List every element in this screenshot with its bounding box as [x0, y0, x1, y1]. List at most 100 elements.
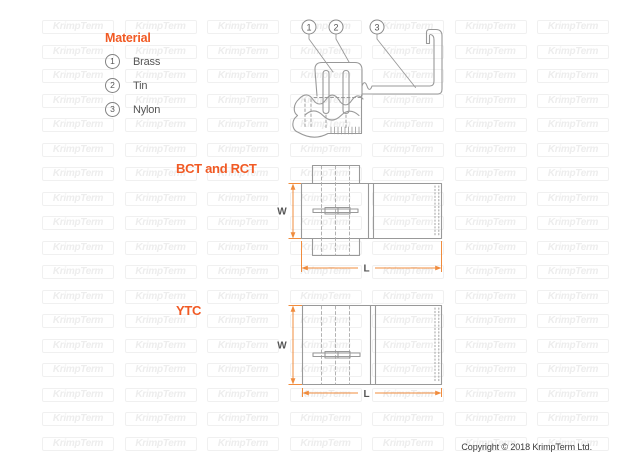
callout-2: 2: [328, 19, 344, 35]
watermark-tile: KrimpTerm: [124, 191, 197, 206]
watermark-tile: KrimpTerm: [289, 44, 362, 59]
material-label-tin: Tin: [133, 79, 148, 92]
terminal-prong: [342, 69, 350, 115]
watermark-tile: KrimpTerm: [42, 363, 114, 377]
terminal-tab-strip: [361, 33, 435, 90]
ytc-title: YTC: [176, 303, 202, 318]
bct-insulation-grip-dots: [434, 185, 440, 237]
watermark-tile: KrimpTerm: [289, 118, 362, 132]
watermark-tile: KrimpTerm: [537, 436, 609, 451]
watermark-tile: KrimpTerm: [289, 191, 362, 206]
watermark-tile: KrimpTerm: [124, 44, 197, 59]
callout-3-number: 3: [374, 22, 379, 32]
watermark-tile: KrimpTerm: [124, 69, 197, 83]
watermark-tile: KrimpTerm: [207, 69, 279, 83]
material-item-nylon: 3 Nylon: [105, 102, 160, 117]
ytc-dimension-w: W: [277, 305, 302, 385]
watermark-tile: KrimpTerm: [42, 338, 114, 353]
watermark-tile: KrimpTerm: [454, 142, 527, 157]
watermark-tile: KrimpTerm: [537, 216, 609, 230]
flag-terminal-drawing: 1 2 3: [292, 19, 443, 138]
ytc-body-outline: [301, 304, 443, 386]
watermark-tile: KrimpTerm: [207, 436, 279, 451]
watermark-tile: KrimpTerm: [537, 240, 609, 255]
watermark-tile: KrimpTerm: [207, 93, 279, 108]
watermark-tile: KrimpTerm: [124, 240, 197, 255]
ytc-insulation-grip-dots: [434, 307, 440, 383]
watermark-tile: KrimpTerm: [372, 142, 444, 157]
material-item-brass: 1 Brass: [105, 54, 160, 69]
watermark-tile: KrimpTerm: [42, 314, 114, 328]
material-label-nylon: Nylon: [133, 103, 161, 116]
watermark-tile: KrimpTerm: [454, 69, 527, 83]
watermark-tile: KrimpTerm: [124, 338, 197, 353]
watermark-tile: KrimpTerm: [207, 20, 279, 34]
callout-3: 3: [369, 19, 385, 35]
watermark-tile: KrimpTerm: [289, 142, 362, 157]
watermark-tile: KrimpTerm: [42, 118, 114, 132]
watermark-tile: KrimpTerm: [207, 216, 279, 230]
watermark-tile: KrimpTerm: [124, 314, 197, 328]
callout-1-number: 1: [306, 22, 311, 32]
bct-w-label: W: [277, 207, 287, 218]
watermark-tile: KrimpTerm: [207, 412, 279, 426]
watermark-tile: KrimpTerm: [42, 93, 114, 108]
bct-dimension-l: L: [301, 241, 442, 275]
bct-top-tab: [311, 164, 361, 185]
bct-l-label: L: [363, 264, 369, 275]
watermark-tile: KrimpTerm: [42, 69, 114, 83]
ytc-hidden-lines: [321, 305, 350, 385]
bct-rct-diagram: W L: [277, 164, 443, 275]
watermark-tile: KrimpTerm: [454, 436, 527, 451]
watermark-tile: KrimpTerm: [454, 338, 527, 353]
watermark-tile: KrimpTerm: [42, 44, 114, 59]
material-legend-title: Material: [105, 31, 151, 45]
watermark-tile: KrimpTerm: [289, 167, 362, 181]
watermark-tile: KrimpTerm: [454, 314, 527, 328]
watermark-tile: KrimpTerm: [537, 314, 609, 328]
watermark-tile: KrimpTerm: [537, 265, 609, 279]
watermark-tile: KrimpTerm: [207, 289, 279, 304]
watermark-tile: KrimpTerm: [42, 265, 114, 279]
watermark-tile: KrimpTerm: [289, 216, 362, 230]
watermark-tile: KrimpTerm: [537, 167, 609, 181]
watermark-tile: KrimpTerm: [372, 118, 444, 132]
watermark-tile: KrimpTerm: [537, 69, 609, 83]
material-label-brass: Brass: [133, 55, 161, 68]
watermark-tile: KrimpTerm: [207, 44, 279, 59]
watermark-tile: KrimpTerm: [372, 167, 444, 181]
material-number-2-icon: 2: [105, 78, 120, 93]
watermark-tile: KrimpTerm: [207, 338, 279, 353]
watermark-tile: KrimpTerm: [124, 142, 197, 157]
watermark-tile: KrimpTerm: [454, 289, 527, 304]
watermark-tile: KrimpTerm: [454, 412, 527, 426]
crimped-wire-outline: [298, 94, 364, 106]
watermark-tile: KrimpTerm: [454, 363, 527, 377]
watermark-tile: KrimpTerm: [372, 387, 444, 402]
watermark-tile: KrimpTerm: [124, 436, 197, 451]
watermark-tile: KrimpTerm: [537, 191, 609, 206]
watermark-tile: KrimpTerm: [372, 69, 444, 83]
watermark-tile: KrimpTerm: [42, 412, 114, 426]
watermark-tile: KrimpTerm: [42, 142, 114, 157]
watermark-tile: KrimpTerm: [289, 240, 362, 255]
bct-rct-title: BCT and RCT: [176, 161, 257, 176]
watermark-tile: KrimpTerm: [207, 240, 279, 255]
watermark-tile: KrimpTerm: [207, 142, 279, 157]
watermark-tile: KrimpTerm: [124, 387, 197, 402]
watermark-tile: KrimpTerm: [289, 289, 362, 304]
watermark-tile: KrimpTerm: [289, 314, 362, 328]
watermark-tile: KrimpTerm: [124, 289, 197, 304]
watermark-tile: KrimpTerm: [207, 167, 279, 181]
bct-seam-slot: [312, 206, 359, 215]
watermark-tile: KrimpTerm: [124, 20, 197, 34]
watermark-tile: KrimpTerm: [372, 191, 444, 206]
watermark-tile: KrimpTerm: [537, 142, 609, 157]
watermark-tile: KrimpTerm: [42, 436, 114, 451]
watermark-tile: KrimpTerm: [42, 216, 114, 230]
watermark-tile: KrimpTerm: [124, 412, 197, 426]
watermark-tile: KrimpTerm: [207, 363, 279, 377]
watermark-tile: KrimpTerm: [537, 20, 609, 34]
ytc-seam-slot: [312, 350, 361, 359]
